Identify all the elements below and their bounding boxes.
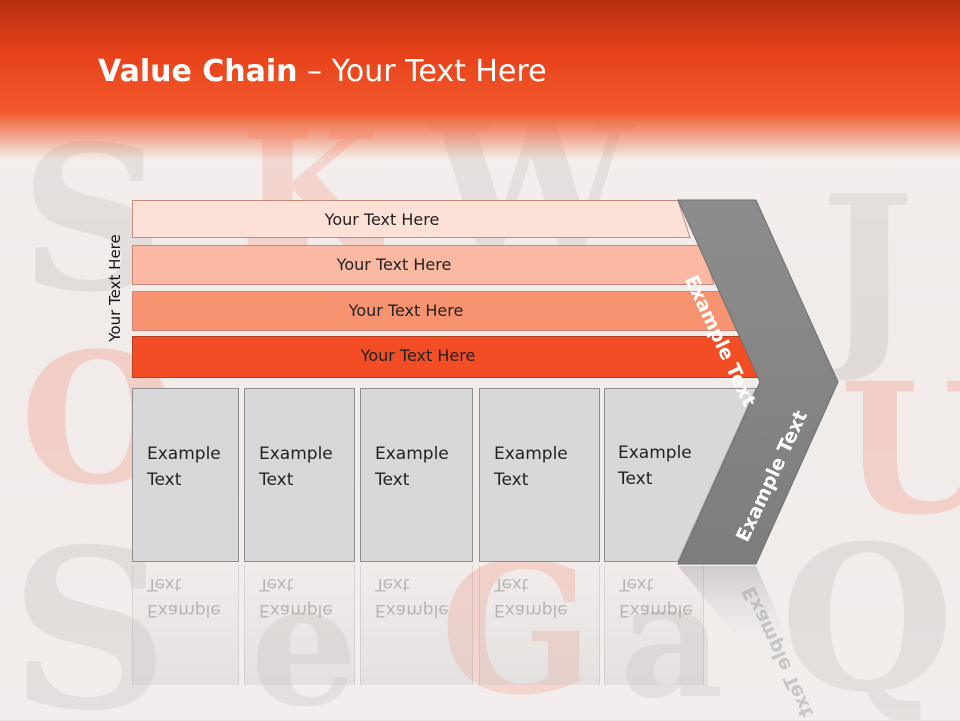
column-5-shape — [604, 388, 757, 562]
bar-1: Your Text Here — [132, 200, 692, 238]
bar-1-label: Your Text Here — [324, 209, 440, 229]
title-rest: – Your Text Here — [297, 54, 547, 89]
column-4-line1: Example — [494, 444, 568, 464]
column-4-line2: Text — [494, 470, 529, 490]
bar-2: Your Text Here — [132, 245, 716, 285]
column-1-line1: Example — [147, 444, 221, 464]
slide-title: Value Chain – Your Text Here — [98, 54, 547, 89]
column-2-line2: Text — [259, 470, 294, 490]
header-band — [0, 0, 960, 160]
bar-2-label: Your Text Here — [336, 254, 452, 274]
column-2-line1: Example — [259, 444, 333, 464]
column-3-line1: Example — [375, 444, 449, 464]
bar-2-shape — [132, 245, 715, 285]
bar-1-shape — [132, 200, 691, 238]
column-5-line2: Text — [618, 469, 653, 489]
chevron-shape — [677, 199, 839, 565]
column-2: Example Text — [244, 388, 355, 562]
bar-4-label: Your Text Here — [360, 345, 476, 365]
column-3-line2: Text — [375, 470, 410, 490]
bar-3: Your Text Here — [132, 291, 740, 331]
column-3: Example Text — [360, 388, 473, 562]
bar-3-label: Your Text Here — [348, 300, 464, 320]
column-5: Example Text — [604, 388, 757, 562]
column-1: Example Text — [132, 388, 239, 562]
title-bold: Value Chain — [98, 54, 298, 89]
column-1-line2: Text — [147, 470, 182, 490]
column-4: Example Text — [479, 388, 600, 562]
chevron-reflection — [678, 566, 800, 666]
column-5-line1: Example — [618, 443, 692, 463]
